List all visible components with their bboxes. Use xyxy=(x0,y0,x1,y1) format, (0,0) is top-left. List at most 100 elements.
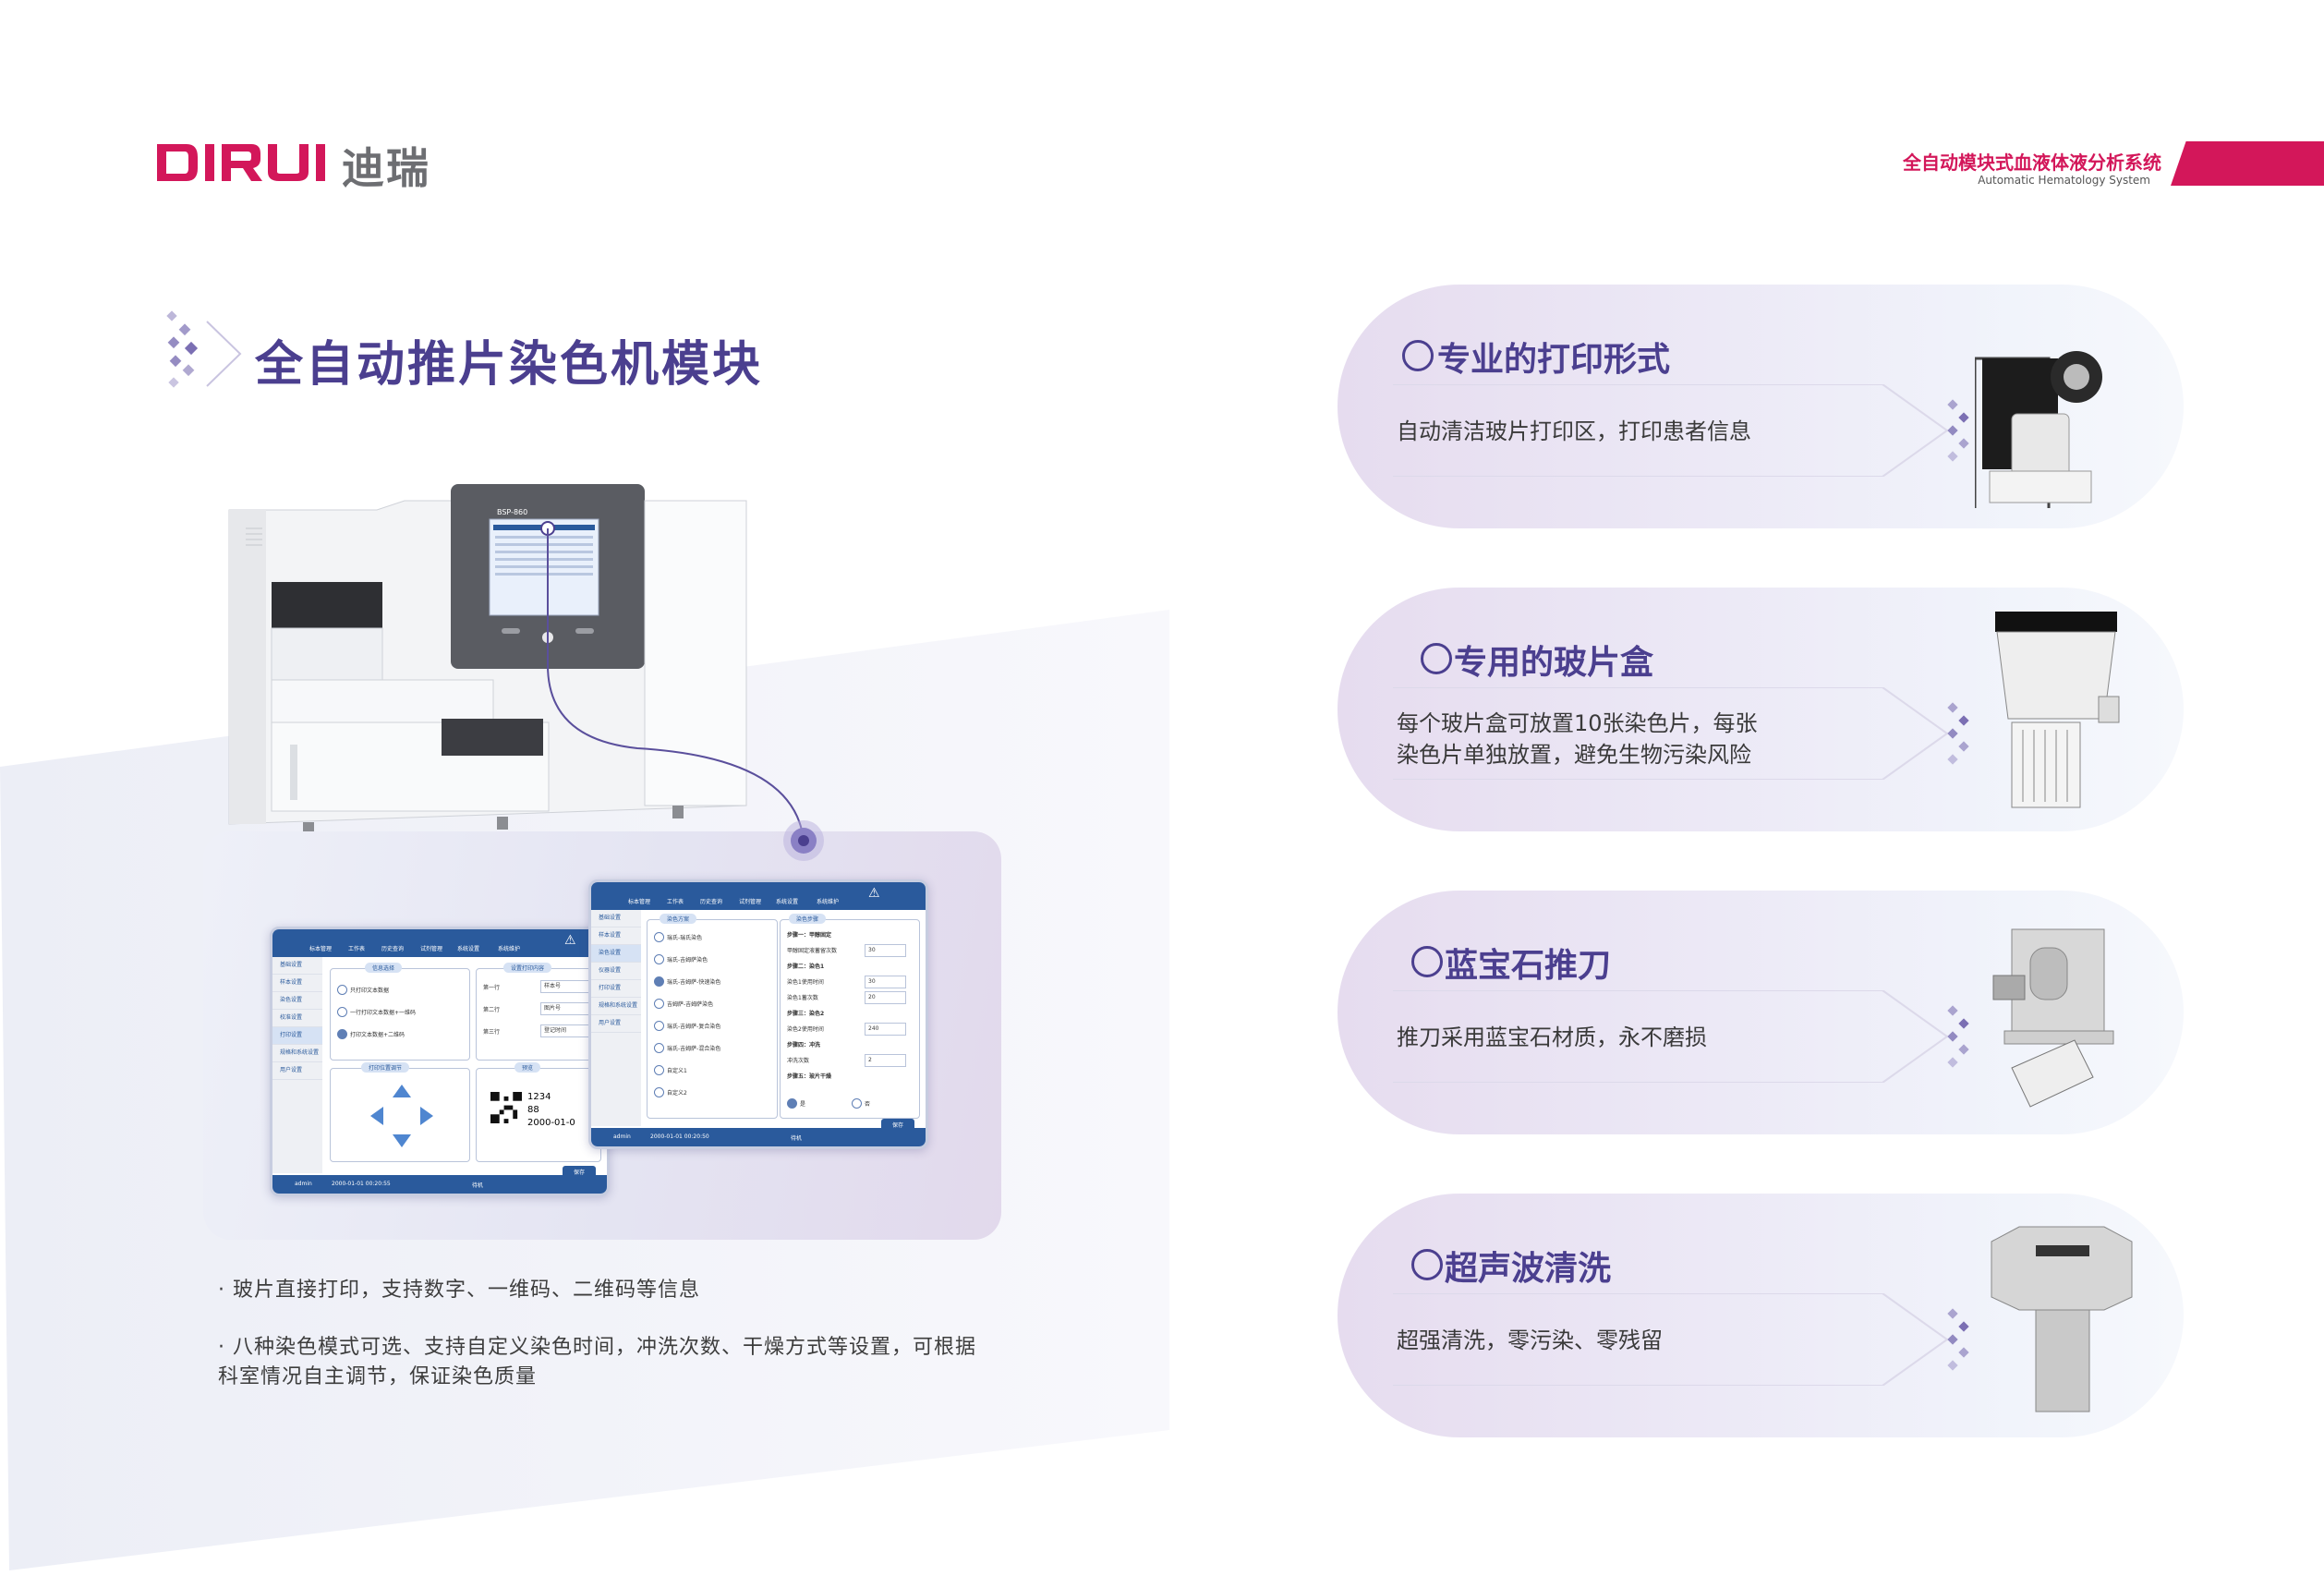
status-time: 2000-01-01 00:20:50 xyxy=(650,1133,709,1140)
sidebar-item-stain[interactable]: 染色设置 xyxy=(272,992,322,1010)
stain-mode-radio[interactable] xyxy=(654,1065,664,1075)
tab-sample-management[interactable]: 标本管理 xyxy=(309,946,333,952)
tab-history[interactable]: 历史查询 xyxy=(700,899,723,905)
preview-line2: 88 xyxy=(527,1105,539,1115)
sapphire-blade-icon xyxy=(1992,928,2114,1108)
stain-step-label: 步骤四：冲洗 xyxy=(787,1042,821,1049)
stain-step-input[interactable]: 20 xyxy=(865,991,906,1004)
sidebar-item-user[interactable]: 用户设置 xyxy=(591,1015,641,1033)
screen-a-toolbar: 标本管理 工作表 历史查询 试剂管理 系统设置 系统维护 ⚠ xyxy=(272,929,607,957)
field-line3-select[interactable]: 登记时间 xyxy=(540,1024,593,1037)
field-line1-label: 第一行 xyxy=(483,985,501,991)
circle-bullet-icon xyxy=(1402,340,1434,371)
stain-step-label: 甲醇固定液蓄留次数 xyxy=(787,948,838,954)
tab-worklist[interactable]: 工作表 xyxy=(667,899,684,905)
sidebar-item-print[interactable]: 打印设置 xyxy=(591,980,641,998)
tab-worklist[interactable]: 工作表 xyxy=(348,946,366,952)
callout-connector-line xyxy=(547,528,824,861)
stain-mode-radio[interactable] xyxy=(654,1021,664,1031)
stain-step-label: 染色1蓄次数 xyxy=(787,995,818,1001)
stain-mode-option: 瑞氏-吉姆萨-混合染色 xyxy=(667,1046,721,1052)
field-line2-label: 第二行 xyxy=(483,1007,501,1013)
sidebar-item-calibration[interactable]: 校准设置 xyxy=(272,1010,322,1027)
radio-barcode[interactable] xyxy=(337,1007,347,1017)
sidebar-item-user[interactable]: 用户设置 xyxy=(272,1062,322,1080)
feature-title: 专业的打印形式 xyxy=(1437,341,1671,379)
warning-icon[interactable]: ⚠ xyxy=(868,886,880,901)
stain-mode-radio[interactable] xyxy=(654,976,664,987)
sidebar-item-instrument[interactable]: 仪器设置 xyxy=(591,963,641,980)
header-accent-bar xyxy=(2171,141,2324,186)
stain-mode-option: 瑞氏-瑞氏染色 xyxy=(667,935,703,941)
circle-bullet-icon xyxy=(1421,643,1452,674)
feature-description: 自动清洁玻片打印区，打印患者信息 xyxy=(1397,418,1751,444)
print-content-label: 设置打印内容 xyxy=(503,963,552,973)
screen-b-sidebar: 基础设置 样本设置 染色设置 仪器设置 打印设置 规格和系统设置 用户设置 xyxy=(591,910,641,1126)
status-user: admin xyxy=(613,1133,631,1140)
dry-no-label: 否 xyxy=(865,1101,871,1108)
circle-bullet-icon xyxy=(1411,946,1443,977)
sidebar-item-spec[interactable]: 规格和系统设置 xyxy=(591,998,641,1015)
tab-reagent[interactable]: 试剂管理 xyxy=(739,899,762,905)
info-select-label: 信息选择 xyxy=(365,963,403,973)
stain-mode-radio[interactable] xyxy=(654,999,664,1009)
preview-label: 预览 xyxy=(514,1062,541,1073)
radio-text-only[interactable] xyxy=(337,985,347,995)
stain-step-input[interactable]: 240 xyxy=(865,1023,906,1036)
stain-step-input[interactable]: 30 xyxy=(865,976,906,988)
sidebar-item-sample[interactable]: 样本设置 xyxy=(272,975,322,992)
tab-system-settings[interactable]: 系统设置 xyxy=(457,946,480,952)
feature-card-printing: 专业的打印形式 自动清洁玻片打印区，打印患者信息 xyxy=(1338,285,2184,528)
stain-step-input[interactable]: 30 xyxy=(865,944,906,957)
feature-divider-line xyxy=(1393,687,1949,780)
tab-system-settings[interactable]: 系统设置 xyxy=(776,899,799,905)
screen-b-toolbar: 标本管理 工作表 历史查询 试剂管理 系统设置 系统维护 ⚠ xyxy=(591,882,926,910)
printer-module-icon xyxy=(1975,351,2102,508)
field-line2-select[interactable]: 图片号 xyxy=(540,1002,593,1015)
ultrasonic-cleaner-icon xyxy=(1991,1226,2133,1412)
feature-description: 超强清洗，零污染、零残留 xyxy=(1397,1327,1663,1353)
sidebar-item-basic[interactable]: 基础设置 xyxy=(591,910,641,927)
arrow-pad-icon[interactable] xyxy=(365,1079,439,1153)
logo-chinese-text: 迪瑞 xyxy=(342,143,430,193)
stain-step-label: 步骤二：染色1 xyxy=(787,964,825,970)
stain-mode-radio[interactable] xyxy=(654,1043,664,1053)
dirui-logo xyxy=(157,144,325,181)
sidebar-item-spec[interactable]: 规格和系统设置 xyxy=(272,1045,322,1062)
stain-mode-option: 瑞氏-吉姆萨-复合染色 xyxy=(667,1024,721,1030)
tab-sample-management[interactable]: 标本管理 xyxy=(628,899,651,905)
radio-qrcode[interactable] xyxy=(337,1029,347,1039)
tab-reagent[interactable]: 试剂管理 xyxy=(420,946,443,952)
preview-line3: 2000-01-0 xyxy=(527,1118,575,1128)
stain-mode-radio[interactable] xyxy=(654,932,664,942)
sidebar-item-basic[interactable]: 基础设置 xyxy=(272,957,322,975)
field-line1-select[interactable]: 样本号 xyxy=(540,980,593,993)
stain-step-input[interactable]: 2 xyxy=(865,1054,906,1067)
stain-step-label: 步骤三：染色2 xyxy=(787,1011,825,1017)
screen-a-sidebar: 基础设置 样本设置 染色设置 校准设置 打印设置 规格和系统设置 用户设置 xyxy=(272,957,322,1173)
stain-mode-radio[interactable] xyxy=(654,1087,664,1097)
stain-settings-screenshot: 标本管理 工作表 历史查询 试剂管理 系统设置 系统维护 ⚠ 基础设置 样本设置… xyxy=(588,879,928,1149)
stain-mode-option: 自定义1 xyxy=(667,1068,687,1074)
qr-code-icon xyxy=(490,1092,522,1123)
sidebar-item-stain[interactable]: 染色设置 xyxy=(591,945,641,963)
stain-mode-label: 染色方案 xyxy=(660,914,697,924)
sidebar-item-print[interactable]: 打印设置 xyxy=(272,1027,322,1045)
machine-model-label: BSP-860 xyxy=(497,508,527,516)
stain-mode-radio[interactable] xyxy=(654,954,664,964)
radio-dry-no[interactable] xyxy=(852,1098,862,1109)
card4-diamond-decoration xyxy=(1947,1308,1969,1371)
warning-icon[interactable]: ⚠ xyxy=(564,933,576,948)
tab-history[interactable]: 历史查询 xyxy=(381,946,405,952)
tab-maintenance[interactable]: 系统维护 xyxy=(817,899,840,905)
feature-card-sapphire-blade: 蓝宝石推刀 推刀采用蓝宝石材质，永不磨损 xyxy=(1338,891,2184,1134)
card3-diamond-decoration xyxy=(1947,1005,1969,1068)
bullet-stain-modes: · 八种染色模式可选、支持自定义染色时间，冲洗次数、干燥方式等设置，可根据 科室… xyxy=(218,1336,976,1388)
stain-mode-option: 自定义2 xyxy=(667,1090,687,1097)
option-qrcode: 打印文本数据+二维码 xyxy=(350,1032,405,1038)
sidebar-item-sample[interactable]: 样本设置 xyxy=(591,927,641,945)
radio-dry-yes[interactable] xyxy=(787,1098,797,1109)
stain-step-label: 步骤五：玻片干燥 xyxy=(787,1073,832,1080)
section-diamond-decoration xyxy=(166,310,242,388)
tab-maintenance[interactable]: 系统维护 xyxy=(498,946,521,952)
